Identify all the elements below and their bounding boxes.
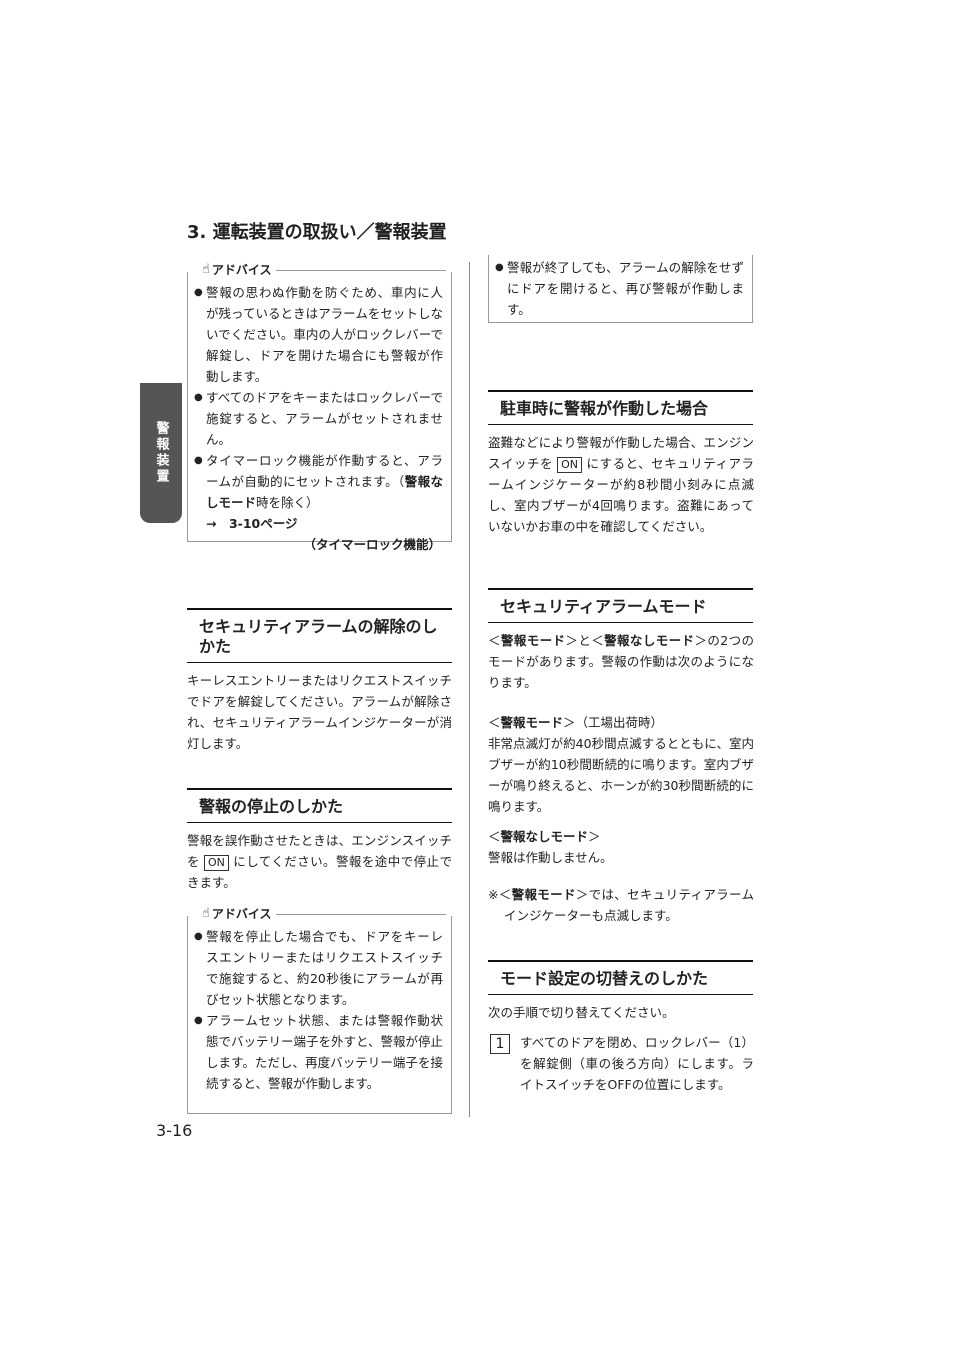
advice-bullet: ● アラームセット状態、または警報作動状態でバッテリー端子を外すと、警報が停止し… xyxy=(194,1010,443,1094)
body-text-part: にしてください。警報を途中で停止できます。 xyxy=(187,854,452,890)
bullet-icon: ● xyxy=(194,392,203,403)
chapter-title: 3. 運転装置の取扱い／警報装置 xyxy=(187,222,447,243)
switch-intro: 次の手順で切り替えてください。 xyxy=(488,1005,675,1020)
advice-bullet: ● タイマーロック機能が作動すると、アラームが自動的にセットされます。（警報なし… xyxy=(194,450,443,513)
on-key-icon: ON xyxy=(557,457,582,473)
bullet-text: 警報を停止した場合でも、ドアをキーレスエントリーまたはリクエストスイッチで施錠す… xyxy=(206,929,443,1007)
advice-box-continued: ● 警報が終了しても、アラームの解除をせずにドアを開けると、再び警報が作動します… xyxy=(488,255,753,323)
chapter-side-tab: 警報装置 xyxy=(140,383,182,523)
bold-term: 警報モード xyxy=(511,887,576,902)
section-heading-parked: 駐車時に警報が作動した場合 xyxy=(488,390,753,425)
bullet-text: 警報の思わぬ作動を防ぐため、車内に人が残っているときはアラームをセットしないでく… xyxy=(206,285,443,384)
text-part: ＞の2つのモードがあります。警報の作動は次のようになります。 xyxy=(488,633,754,690)
text-part: ＞と＜ xyxy=(565,633,604,648)
section-body-release: キーレスエントリーまたはリクエストスイッチでドアを解錠してください。アラームが解… xyxy=(187,673,452,751)
mode-alarm-body: 非常点滅灯が約40秒間点滅するとともに、室内ブザーが約10秒間断続的に鳴ります。… xyxy=(488,736,754,814)
mode-alarm-heading: ＜警報モード＞（工場出荷時） xyxy=(488,712,754,733)
page-reference-sub: （タイマーロック機能） xyxy=(303,537,441,552)
bullet-text-part: タイマーロック機能が作動すると、アラームが自動的にセットされます。（ xyxy=(206,453,443,489)
page-number: 3-16 xyxy=(156,1121,193,1140)
advice-label: アドバイス xyxy=(211,263,272,277)
bullet-icon: ● xyxy=(194,931,203,942)
hand-icon: ☝ xyxy=(202,906,210,921)
mode-intro: ＜警報モード＞と＜警報なしモード＞の2つのモードがあります。警報の作動は次のよう… xyxy=(488,630,754,693)
bold-term: 警報モード xyxy=(500,633,566,648)
bullet-text: 警報が終了しても、アラームの解除をせずにドアを開けると、再び警報が作動します。 xyxy=(507,260,744,317)
bullet-text: アラームセット状態、または警報作動状態でバッテリー端子を外すと、警報が停止します… xyxy=(206,1013,444,1091)
hand-icon: ☝ xyxy=(202,262,210,277)
step-number-icon: 1 xyxy=(490,1034,510,1054)
advice-bullet: ● 警報を停止した場合でも、ドアをキーレスエントリーまたはリクエストスイッチで施… xyxy=(194,926,443,1010)
body-text-part: 警報を誤作動させたときは、エンジンスイッチを xyxy=(187,833,452,869)
body-text-part: 盗難などにより警報が作動した場合、エンジンスイッチを xyxy=(488,435,754,471)
body-text-part: にすると、セキュリティアラームインジケーターが約8秒間小刻みに点滅し、室内ブザー… xyxy=(488,456,754,534)
bold-term: 警報なしモード xyxy=(603,633,695,648)
advice-bullet: ● 警報の思わぬ作動を防ぐため、車内に人が残っているときはアラームをセットしない… xyxy=(194,282,443,387)
bold-term: 警報モード xyxy=(500,715,564,730)
bullet-icon: ● xyxy=(194,287,203,298)
text-part: ※＜ xyxy=(488,887,512,902)
bold-term: 警報なしモード xyxy=(206,474,443,510)
bullet-text: すべてのドアをキーまたはロックレバーで施錠すると、アラームがセットされません。 xyxy=(206,390,443,447)
text-part: ＞では、セキュリティアラームインジケーターも点滅します。 xyxy=(504,887,754,923)
advice-box: ☝ アドバイス ● 警報の思わぬ作動を防ぐため、車内に人が残っているときはアラー… xyxy=(187,261,452,552)
advice-label: アドバイス xyxy=(211,907,272,921)
step-body: すべてのドアを閉め、ロックレバー（1）を解錠側（車の後ろ方向）にします。ライトス… xyxy=(520,1035,754,1092)
section-heading-stop: 警報の停止のしかた xyxy=(187,788,452,823)
text-part: ＞（工場出荷時） xyxy=(563,715,664,730)
advice-header: ☝ アドバイス xyxy=(198,261,445,278)
section-heading-mode: セキュリティアラームモード xyxy=(488,588,753,623)
mode-silent-heading: ＜警報なしモード＞ xyxy=(488,826,754,847)
page-reference: → 3-10ページ xyxy=(206,516,298,531)
mode-silent-body: 警報は作動しません。 xyxy=(488,850,613,865)
side-tab-label: 警報装置 xyxy=(153,421,169,485)
section-heading-switch: モード設定の切替えのしかた xyxy=(488,960,753,995)
section-heading-release: セキュリティアラームの解除のしかた xyxy=(187,608,452,663)
advice-box: ☝ アドバイス ● 警報を停止した場合でも、ドアをキーレスエントリーまたはリクエ… xyxy=(187,905,452,1114)
bullet-text-part: 時を除く） xyxy=(256,495,319,510)
text-part: ＜ xyxy=(488,633,501,648)
advice-bullet: ● 警報が終了しても、アラームの解除をせずにドアを開けると、再び警報が作動します… xyxy=(495,257,744,320)
text-part: ＞ xyxy=(588,829,601,844)
bold-term: 警報なしモード xyxy=(500,829,589,844)
bullet-icon: ● xyxy=(194,455,203,466)
mode-note: ※＜警報モード＞では、セキュリティアラームインジケーターも点滅します。 xyxy=(488,884,754,926)
on-key-icon: ON xyxy=(203,855,229,871)
text-part: ＜ xyxy=(488,829,501,844)
column-divider xyxy=(469,262,470,1117)
advice-header: ☝ アドバイス xyxy=(198,905,445,922)
text-part: ＜ xyxy=(488,715,501,730)
bullet-icon: ● xyxy=(495,262,504,273)
advice-bullet: ● すべてのドアをキーまたはロックレバーで施錠すると、アラームがセットされません… xyxy=(194,387,443,450)
bullet-text: タイマーロック機能が作動すると、アラームが自動的にセットされます。（警報なしモー… xyxy=(206,450,443,513)
bullet-icon: ● xyxy=(194,1015,203,1026)
